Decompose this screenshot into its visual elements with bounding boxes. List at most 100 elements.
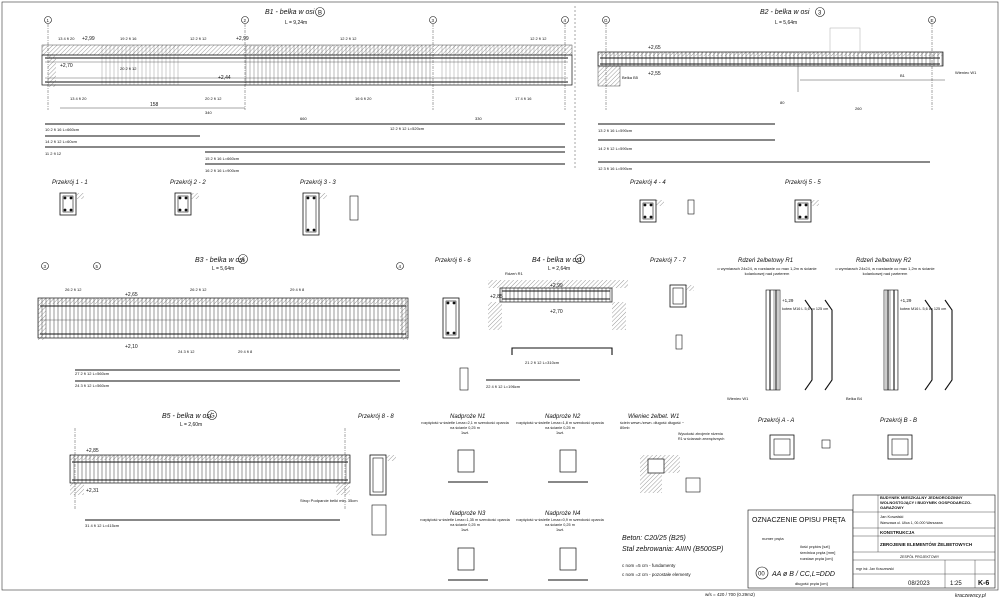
- dimension: 260: [855, 106, 862, 111]
- lintel-title: Nadproże N2: [545, 414, 581, 420]
- axis-label: 3: [44, 264, 47, 269]
- beam-b2-axis: 3: [818, 11, 822, 17]
- section-5-5: Przekrój 5 - 5: [785, 180, 821, 223]
- lintel-title: Nadproże N4: [545, 511, 581, 517]
- bar-label: 19 2 fi 16: [120, 36, 137, 41]
- axis-label: 2: [244, 18, 247, 23]
- material-notes: Beton: C20/25 (B25) Stal zebrowania: AII…: [622, 535, 723, 577]
- section-b-b: Przekrój B - B: [880, 418, 917, 460]
- level-mark: +2,85: [490, 294, 503, 300]
- element-label: B1: [900, 73, 906, 78]
- bar-label: 12 2 fi 12: [190, 36, 207, 41]
- beam-b2: B2 - belka w osi 3 L = 5,64m G E +2,65 +…: [597, 7, 977, 171]
- element-label: Strop Podparcie belki min. 35cm: [300, 498, 358, 503]
- level-mark: +2,99: [82, 36, 95, 42]
- level-mark: +2,99: [550, 283, 563, 289]
- section-title: Przekrój 3 - 3: [300, 180, 336, 186]
- schedule-item: 12 2 fi 12 L=520cm: [390, 126, 425, 131]
- section-title: Przekrój 8 - 8: [358, 414, 394, 420]
- beam-b3-length: L = 5,64m: [212, 266, 234, 272]
- beam-b4-title: B4 - belka w osi: [532, 257, 582, 264]
- core-r2: Rdzeń żelbetowy R2 o wymiarach 24x24, w …: [835, 258, 953, 401]
- cover-note: c nom =5 cm - fundamenty: [622, 563, 676, 568]
- legend-item: średnica pręta [mm]: [800, 550, 835, 555]
- legend-title: OZNACZENIE OPISU PRĘTA: [752, 517, 846, 524]
- section-2-2: Przekrój 2 - 2: [170, 180, 206, 216]
- section-title: Przekrój B - B: [880, 418, 917, 424]
- core-desc: o wymiarach 24x24, w rozstawie co max 1,…: [835, 266, 935, 276]
- legend-item: rozstaw pręta [cm]: [800, 556, 833, 561]
- section-title: Przekrój 6 - 6: [435, 258, 471, 264]
- lintel-n4: Nadproże N4 rozpiętość w świetle Lmax=0,…: [516, 511, 604, 581]
- beam-b3-axis: A: [241, 258, 245, 264]
- investor: Jan Kowalski: [880, 514, 903, 519]
- section-a-a: Przekrój A - A: [758, 418, 831, 460]
- level-mark: +2,55: [648, 71, 661, 77]
- bar-label: 13 4 fi 20: [58, 36, 75, 41]
- beam-b5: B5 - belka w osi G L = 2,60m +2,85 +2,31…: [69, 410, 358, 528]
- ring-beam-desc: ściein wewn./zewn. długość długość ~ 80m…: [620, 421, 685, 430]
- beam-b4-axis: 1: [579, 258, 583, 264]
- ring-beam-w1: Wieniec żelbet. W1 ściein wewn./zewn. dł…: [620, 414, 725, 493]
- bar-label: 26 2 fi 12: [190, 287, 207, 292]
- bar-label: 20 2 fi 12: [120, 66, 137, 71]
- lintel-title: Nadproże N3: [450, 511, 486, 517]
- beam-b4-length: L = 2,64m: [548, 266, 570, 272]
- level-mark: +2,99: [236, 36, 249, 42]
- sheet-size-note: w/s = 420 / 700 (0.29m2): [705, 592, 755, 597]
- section-6-6: Przekrój 6 - 6: [435, 258, 471, 391]
- lintel-qty: 1szt.: [555, 528, 565, 532]
- section-8-8: Przekrój 8 - 8: [358, 414, 396, 536]
- axis-label: 4: [399, 264, 402, 269]
- ring-beam-title: Wieniec żelbet. W1: [628, 414, 679, 420]
- beam-b5-axis: G: [210, 414, 215, 420]
- beam-b4: B4 - belka w osi 1 L = 2,64m Rdzeń R1 +2…: [486, 254, 628, 389]
- beam-b1-title: B1 - belka w osi: [265, 9, 315, 16]
- bar-label: 16 6 fi 20: [355, 96, 372, 101]
- ring-beam-note: Wysokość zbrojenie rdzenia R1 w ścianach…: [678, 432, 725, 441]
- level-mark: +1,29: [782, 298, 794, 303]
- project-name: BUDYNEK MIESZKALNY JEDNORODZINNY WOLNOST…: [880, 496, 972, 510]
- bar-label: kotew M16 L 5,6 co 125 cm: [782, 307, 828, 311]
- beam-b3-title: B3 - belka w osi: [195, 257, 245, 264]
- schedule-item: 15 2 fi 16 L=660cm: [205, 156, 240, 161]
- level-mark: +1,29: [900, 298, 912, 303]
- lintel-desc: rozpiętość w świetle Lmax=1,35 m szeroko…: [420, 518, 510, 527]
- lintel-n2: Nadproże N2 rozpiętość w świetle Lmax=1,…: [516, 414, 604, 483]
- element-label: Wieniec W1: [727, 396, 749, 401]
- core-title: Rdzeń żelbetowy R2: [856, 258, 912, 264]
- address: Warszawa ul. Ulica 1, 00-000 Warszawa: [880, 521, 943, 525]
- branch: KONSTRUKCJA: [880, 530, 915, 535]
- dimension: 158: [150, 102, 159, 108]
- bar-label: 12 2 fi 12: [530, 36, 547, 41]
- lintel-desc: rozpiętość w świetle Lmax=0,9 m szerokoś…: [516, 518, 604, 527]
- schedule-item: 21 2 fi 12 L=310cm: [525, 360, 560, 365]
- bar-label: 12 2 fi 12: [340, 36, 357, 41]
- legend-item: długość pręta [cm]: [795, 581, 828, 586]
- legend-item: numer pręta: [762, 536, 784, 541]
- lintel-qty: 1szt.: [460, 528, 470, 532]
- lintel-qty: 1szt.: [460, 431, 470, 435]
- schedule-item: 12 3 fi 16 L=590cm: [598, 166, 633, 171]
- schedule-item: 14 2 fi 12 L=590cm: [598, 146, 633, 151]
- element-label: Belka B5: [622, 75, 639, 80]
- beam-b3: B3 - belka w osi A L = 5,64m 3 5 4 +2,65…: [37, 254, 409, 388]
- concrete-class: Beton: C20/25 (B25): [622, 535, 686, 542]
- axis-label: 1: [47, 18, 50, 23]
- bar-label: kotew M16 L 5,6 co 125 cm: [900, 307, 946, 311]
- schedule-item: 24 3 fi 12 L=560cm: [75, 383, 110, 388]
- element-label: Rdzeń R1: [505, 271, 524, 276]
- bar-label: 29 4 fi 8: [238, 349, 253, 354]
- section-title: Przekrój 5 - 5: [785, 180, 821, 186]
- section-title: Przekrój A - A: [758, 418, 794, 424]
- beam-b5-title: B5 - belka w osi: [162, 413, 212, 420]
- element-label: Wieniec W1: [955, 70, 977, 75]
- designer: mgr inż. Jan Kraczewski: [856, 567, 894, 571]
- date: 08/2023: [908, 581, 930, 587]
- beam-b2-title: B2 - belka w osi: [760, 9, 810, 16]
- dimension: 660: [300, 116, 307, 121]
- axis-label: G: [604, 18, 608, 23]
- axis-label: 5: [96, 264, 99, 269]
- schedule-item: 13 2 fi 16 L=590cm: [598, 128, 633, 133]
- core-title: Rdzeń żelbetowy R1: [738, 258, 793, 264]
